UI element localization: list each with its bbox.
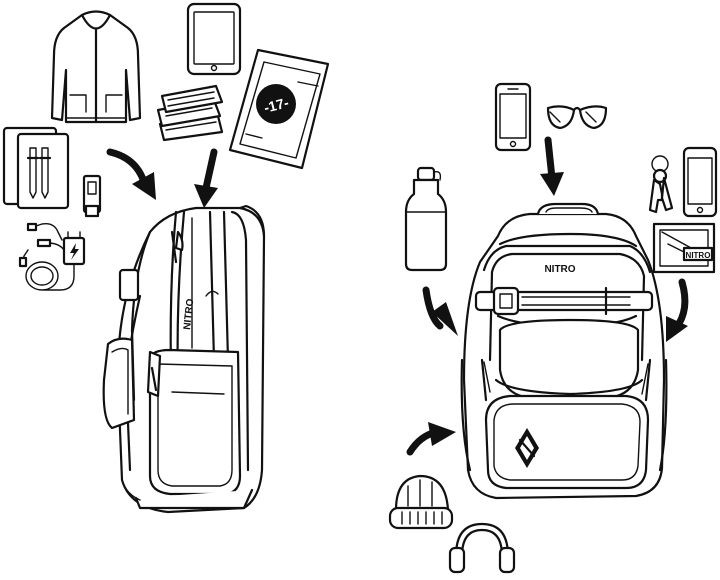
arrow-icon <box>194 148 218 208</box>
notebook-label: -17- <box>262 94 290 116</box>
hoodie-icon <box>50 10 142 124</box>
left-scene: -17- <box>2 2 330 514</box>
wallet-icon: NITRO <box>652 222 716 274</box>
keys-icon <box>648 155 674 214</box>
backpack-icon: NITRO <box>460 202 668 500</box>
left-brand-label: NITRO <box>182 298 196 330</box>
sunglasses-icon <box>546 105 608 130</box>
bottle-icon <box>404 166 448 272</box>
right-scene: NITRO <box>388 82 718 574</box>
usb-stick-icon <box>82 174 102 218</box>
arrow-icon <box>540 136 564 196</box>
beanie-icon <box>388 474 454 530</box>
smartphone-icon <box>494 82 532 152</box>
right-brand-label: NITRO <box>544 264 575 275</box>
arrow-icon <box>106 148 156 200</box>
backpack-icon: NITRO <box>102 204 266 514</box>
wallet-brand-label: NITRO <box>686 251 711 260</box>
notebook-icon: -17- <box>228 48 330 170</box>
cables-charger-icon <box>18 222 86 291</box>
arrow-icon <box>422 286 458 336</box>
pens-folder-icon <box>2 126 70 210</box>
arrow-icon <box>406 422 456 456</box>
headphones-icon <box>448 522 516 574</box>
arrow-icon <box>666 278 689 342</box>
books-icon <box>156 84 224 142</box>
tablet-icon <box>186 2 242 76</box>
smartphone-icon <box>682 146 718 218</box>
